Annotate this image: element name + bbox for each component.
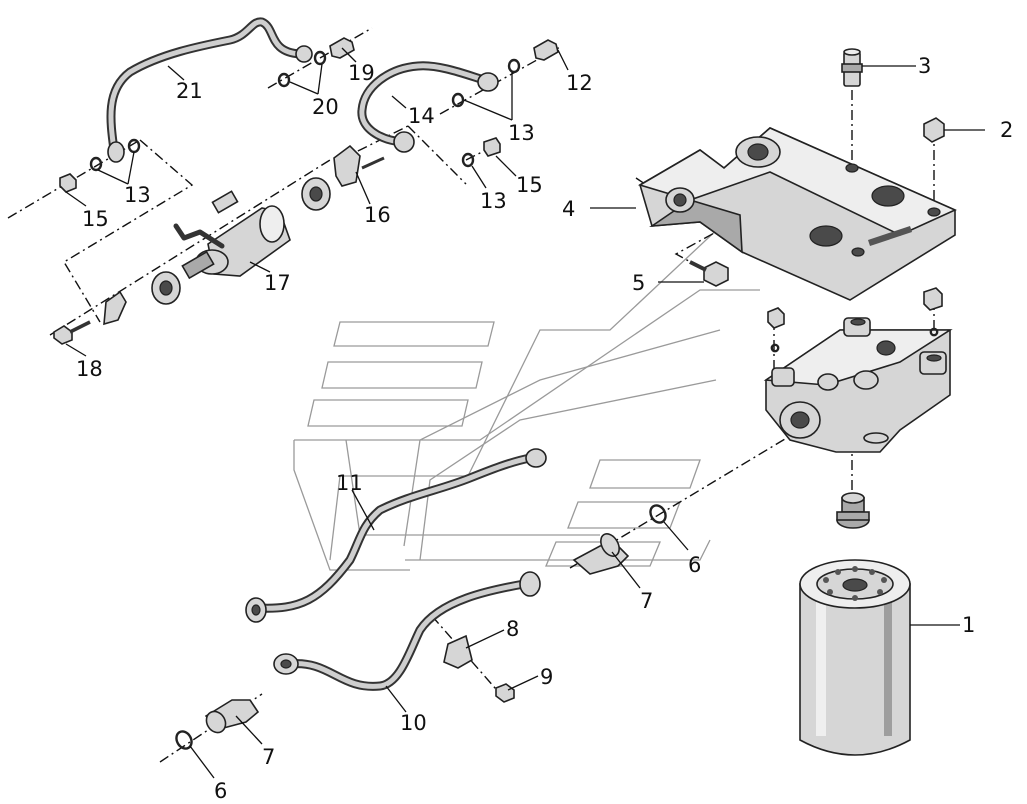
callout-13-right-upper: 13 — [508, 121, 535, 145]
part-7-fitting-left — [204, 699, 260, 734]
part-3-fitting — [841, 48, 863, 87]
part-2-plug — [923, 117, 945, 143]
callout-19: 19 — [348, 61, 375, 85]
part-6-seal-ring-right — [649, 504, 667, 524]
part-5-bolt — [689, 260, 729, 287]
part-10-pipe — [273, 571, 541, 691]
callout-15-right: 15 — [516, 173, 543, 197]
callout-16: 16 — [364, 203, 391, 227]
callout-17: 17 — [264, 271, 291, 295]
callout-8: 8 — [506, 617, 519, 641]
part-16-clip — [333, 144, 385, 187]
part-14-pipe — [357, 61, 499, 153]
part-6-seal-ring-left — [175, 730, 193, 750]
part-8-clamp — [443, 634, 473, 669]
part-15-bolt-left — [59, 173, 77, 193]
callout-21: 21 — [176, 79, 203, 103]
head-bolts — [767, 287, 943, 353]
callout-labels: 1 2 3 4 5 6 6 7 7 8 9 10 11 12 13 13 13 … — [76, 54, 1013, 803]
filter-adapter — [836, 492, 870, 529]
part-15-bolt-right — [483, 137, 501, 157]
callout-12: 12 — [566, 71, 593, 95]
part-9-bolt — [495, 683, 515, 703]
part-18-bolt — [53, 320, 91, 345]
part-11-pipe — [245, 448, 547, 623]
part-17-pump — [103, 177, 331, 326]
callout-18: 18 — [76, 357, 103, 381]
part-1-filter-element — [799, 559, 911, 756]
callout-11: 11 — [336, 471, 363, 495]
leader-lines — [65, 47, 985, 779]
part-7-fitting-right — [572, 533, 630, 575]
callout-7-right: 7 — [640, 589, 653, 613]
callout-14: 14 — [408, 104, 435, 128]
callout-9: 9 — [540, 665, 553, 689]
callout-5: 5 — [632, 271, 645, 295]
callout-20: 20 — [312, 95, 339, 119]
part-12-fitting — [533, 39, 559, 61]
part-20-seal-rings — [277, 50, 327, 88]
callout-6-left: 6 — [214, 779, 227, 803]
callout-13-left: 13 — [124, 183, 151, 207]
callout-15-left: 15 — [82, 207, 109, 231]
callout-13-right-lower: 13 — [480, 189, 507, 213]
callout-6-right: 6 — [688, 553, 701, 577]
callout-2: 2 — [1000, 118, 1013, 142]
callout-3: 3 — [918, 54, 931, 78]
background-watermark — [293, 179, 771, 571]
callout-1: 1 — [962, 613, 975, 637]
part-21-pipe — [106, 17, 313, 163]
part-4-bracket — [638, 127, 957, 301]
callout-7-left: 7 — [262, 745, 275, 769]
filter-head — [763, 317, 953, 453]
callout-10: 10 — [400, 711, 427, 735]
callout-4: 4 — [562, 197, 575, 221]
